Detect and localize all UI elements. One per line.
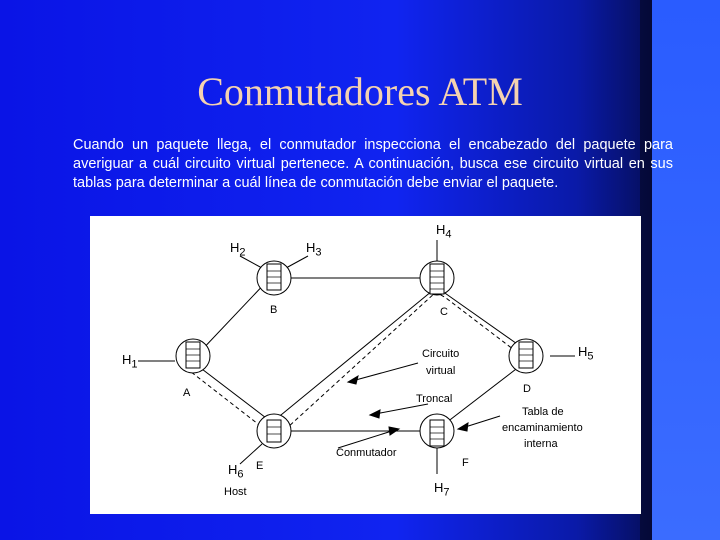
label-tabla-3: interna [524,438,558,450]
arrow-circuito [351,362,419,382]
slide-title: Conmutadores ATM [197,69,523,114]
trunk-a-e [197,365,271,422]
label-tabla-1: Tabla de [522,406,564,418]
switch-e-label: E [256,460,264,472]
host-h3-label: H3 [306,240,322,259]
label-conmutador: Conmutador [336,447,397,459]
link-h3-b [285,255,309,269]
diagram-lines [138,240,575,474]
host-h7-label: H7 [434,480,450,499]
arrow-troncal [374,403,429,415]
link-h6-e [239,443,263,465]
switch-d-label: D [523,383,531,395]
switch-a-label: A [183,387,191,399]
switch-b-label: B [270,304,278,316]
label-virtual: virtual [426,365,456,377]
trunk-a-b [197,277,271,355]
host-h6-label: H6 [228,462,244,481]
host-h2-label: H2 [230,240,246,259]
atm-network-diagram: H2 H3 H4 H1 H5 H6 H7 A B C D E F Circuit… [90,216,641,514]
trunk-f-d [441,365,521,427]
host-h5-label: H5 [578,344,594,363]
arrow-conmutador [337,429,396,449]
switch-c-label: C [440,306,448,318]
slide-paragraph: Cuando un paquete llega, el conmutador i… [73,137,673,191]
host-h1-label: H1 [122,352,138,371]
label-circuito: Circuito [422,348,460,360]
link-h2-b [239,255,263,269]
trunk-e-c [269,290,433,425]
decorative-right-bar [652,0,720,540]
host-h4-label: H4 [436,222,452,241]
switch-f-label: F [462,457,469,469]
trunk-c-d [441,290,521,347]
label-troncal: Troncal [416,393,453,405]
arrow-tabla [461,415,501,429]
label-tabla-2: encaminamiento [502,422,583,434]
label-host: Host [224,486,247,498]
